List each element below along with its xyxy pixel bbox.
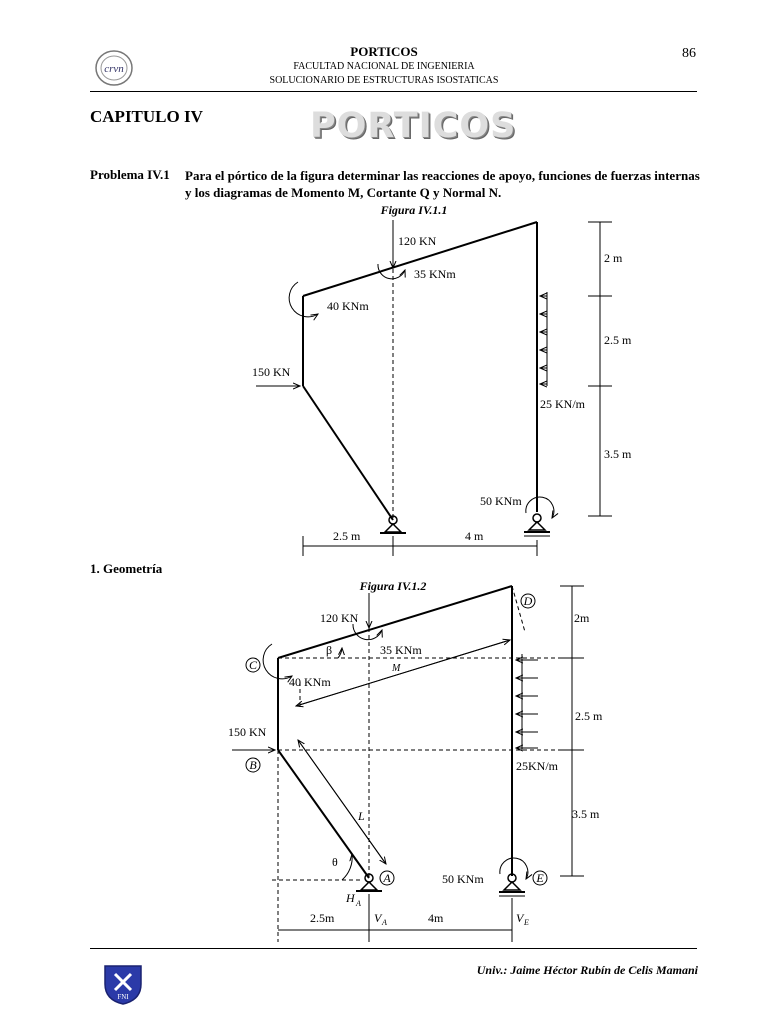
label-VA: V [374,911,383,925]
problem-label: Problema IV.1 [90,167,170,182]
moment-40-arc-2 [262,643,292,679]
label-40: 40 KNm [327,299,369,313]
page-number: 86 [682,46,696,61]
dim-35m: 3.5 m [604,447,632,461]
construction-lines [272,585,560,942]
moment-35-arc-2 [352,623,382,641]
emblem-text: FNI [117,993,129,1001]
support-A-1 [380,515,406,534]
svg-text:D: D [523,594,533,608]
svg-text:A: A [382,871,391,885]
figure-2-diagram: Figura IV.1.2 M L β θ 120 KN 35 KNm 40 K… [228,579,603,942]
logo-text: crvn [104,63,124,75]
node-D: D [520,593,536,609]
support-A-2 [356,873,382,892]
node-E: E [532,870,548,886]
support-E-2 [499,873,525,897]
dim-bot-25: 2.5 m [333,529,361,543]
label-120-2: 120 KN [320,611,359,625]
label-VA-sub: A [381,918,387,927]
label-beta: β [326,643,332,657]
figure-1-diagram: Figura IV.1.1 120 KN 35 KNm 40 KNm 150 K… [252,203,632,556]
problem-text: Para el pórtico de la figura determinar … [185,168,700,200]
label-HA-sub: A [355,899,361,908]
dim-bot-25-2: 2.5m [310,911,335,925]
dim-right-1 [588,221,612,517]
header-rule [90,91,697,92]
label-35-2: 35 KNm [380,643,422,657]
svg-text:C: C [249,658,258,672]
dim-35m-2: 3.5 m [572,807,600,821]
angle-theta-arc [341,854,352,881]
dim-bottom-2 [278,894,513,942]
dim-right-2 [560,585,584,877]
frame-2 [277,585,513,879]
header-line-2: SOLUCIONARIO DE ESTRUCTURAS ISOSTATICAS [269,75,499,86]
chapter-banner: PORTICOS [310,106,517,146]
chapter-title: CAPITULO IV [90,107,203,126]
dim-25m-2: 2.5 m [575,709,603,723]
distributed-load-1 [540,292,548,386]
svg-text:B: B [249,758,257,772]
label-VE: V [516,911,525,925]
dim-bot-4: 4 m [465,529,484,543]
label-150-2: 150 KN [228,725,267,739]
label-theta: θ [332,855,338,869]
label-50-2: 50 KNm [442,872,484,886]
node-B: B [245,757,261,773]
label-HA: H [345,891,356,905]
label-L: L [357,809,365,823]
header-line-1: FACULTAD NACIONAL DE INGENIERIA [293,61,475,72]
label-50: 50 KNm [480,494,522,508]
angle-beta-arc [337,648,342,659]
dim-2m-2: 2m [574,611,590,625]
frame-1 [302,221,538,521]
section-geometria: 1. Geometría [90,561,163,576]
label-40-2: 40 KNm [289,675,331,689]
header-logo: crvn [93,48,135,93]
label-dist-2: 25KN/m [516,759,559,773]
dim-25m: 2.5 m [604,333,632,347]
moment-35-arc [377,263,405,280]
dim-bot-4-2: 4m [428,911,444,925]
footer-emblem: FNI [103,962,143,1011]
footer-rule [90,948,697,949]
node-A: A [379,870,395,886]
figure-1-caption: Figura IV.1.1 [380,203,448,217]
label-dist: 25 KN/m [540,397,586,411]
svg-text:E: E [535,871,544,885]
moment-40-arc [288,281,318,317]
label-120: 120 KN [398,234,437,248]
node-C: C [245,657,261,673]
figure-2-caption: Figura IV.1.2 [359,579,427,593]
label-M: M [391,663,401,674]
header-title: PORTICOS [350,44,418,59]
moment-50-arc [525,496,554,518]
label-150: 150 KN [252,365,291,379]
support-E-1 [524,513,550,537]
footer-author: Univ.: Jaime Héctor Rubín de Celis Maman… [476,963,698,977]
dim-2m: 2 m [604,251,623,265]
dim-bottom-1 [302,536,538,556]
moment-50-arc-2 [499,857,528,879]
label-35: 35 KNm [414,267,456,281]
distributed-load-2 [516,654,538,750]
label-VE-sub: E [523,918,529,927]
